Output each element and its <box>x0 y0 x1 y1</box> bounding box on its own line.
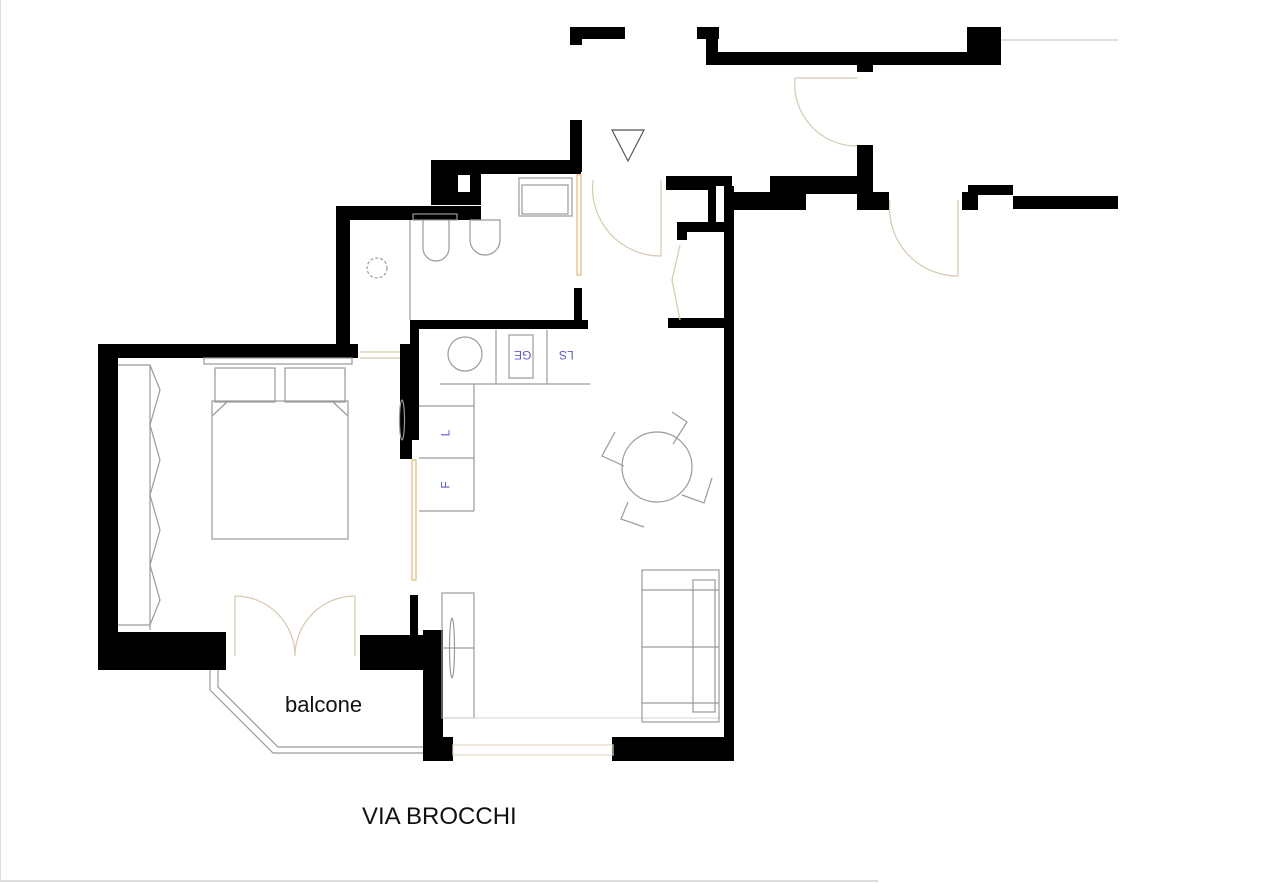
label-hob: GE <box>514 348 532 362</box>
street-label: VIA BROCCHI <box>362 803 517 830</box>
label-washer: L <box>438 429 453 437</box>
walls <box>98 27 1118 761</box>
page-frame <box>0 0 878 882</box>
room-label-balcone: balcone <box>285 692 363 717</box>
label-dishwasher: LS <box>559 348 574 362</box>
doors <box>234 39 1118 657</box>
furniture <box>118 129 720 756</box>
label-fridge: F <box>438 481 453 489</box>
